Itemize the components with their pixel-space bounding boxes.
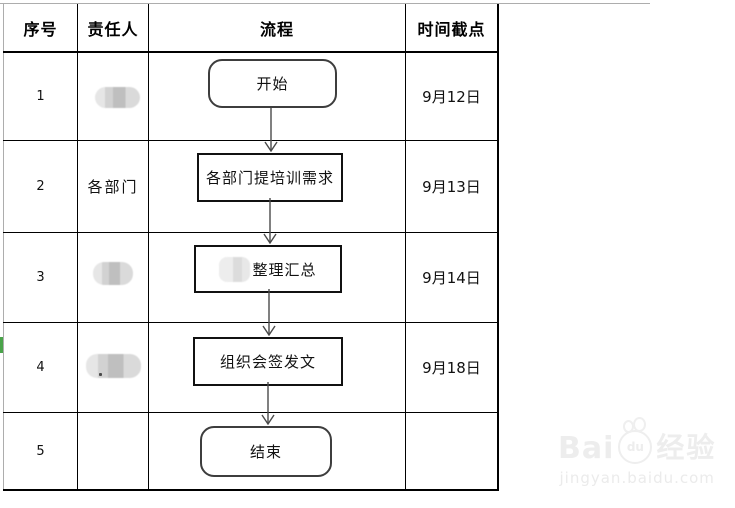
row-2-owner: 各部门 [87, 177, 139, 196]
row-2-date: 9月13日 [422, 177, 481, 196]
grid-bottom-border [3, 489, 499, 491]
grid-row-line [3, 140, 499, 141]
row-1-date: 9月12日 [422, 87, 481, 106]
flow-arrow-1 [264, 108, 278, 152]
flow-end-node: 结束 [200, 426, 332, 477]
grid-col-line [77, 4, 78, 491]
row-3-seq: 3 [36, 269, 45, 285]
watermark-jingyan-text: 经验 [656, 431, 717, 464]
row-4-date: 9月18日 [422, 358, 481, 377]
grid-row-line [3, 322, 499, 323]
flow-arrow-3 [262, 289, 276, 336]
header-seq: 序号 [23, 20, 58, 39]
watermark-url: jingyan.baidu.com [559, 469, 715, 487]
flow-start-node: 开始 [208, 59, 337, 108]
watermark-bai-text: Bai [558, 431, 615, 466]
header-owner: 责任人 [87, 20, 139, 39]
page-left-edge [3, 3, 4, 491]
flow-step4-node: 组织会签发文 [193, 337, 343, 386]
flow-step3-label: 整理汇总 [252, 260, 317, 279]
grid-right-border [497, 4, 499, 491]
grid-col-line [148, 4, 149, 491]
green-edge-marker [0, 337, 3, 353]
row-4-seq: 4 [36, 359, 45, 375]
row-3-owner-redacted [93, 262, 133, 285]
row-4-owner-redacted [86, 354, 141, 378]
flow-step2-node: 各部门提培训需求 [197, 153, 343, 202]
flow-arrow-4 [261, 382, 275, 425]
header-deadline: 时间截点 [417, 20, 486, 39]
row-1-seq: 1 [36, 88, 45, 104]
page-top-edge [0, 3, 650, 4]
grid-col-line [405, 4, 406, 491]
row-2-seq: 2 [36, 178, 45, 194]
row-3-date: 9月14日 [422, 268, 481, 287]
row-4-owner-dot [99, 373, 102, 376]
flow-arrow-2 [263, 198, 277, 244]
header-process: 流程 [259, 20, 294, 39]
flow-step3-redacted-prefix [219, 256, 251, 282]
grid-row-line [3, 412, 499, 413]
grid-row-line [3, 232, 499, 233]
row-5-seq: 5 [36, 443, 45, 459]
watermark-logo: Bai du 经验 [558, 420, 717, 466]
grid-header-line [3, 51, 499, 53]
baidu-paw-icon: du [618, 420, 653, 464]
watermark: Bai du 经验 jingyan.baidu.com [558, 420, 717, 487]
row-1-owner-redacted [95, 87, 140, 108]
flow-step3-node: 整理汇总 [194, 245, 342, 293]
